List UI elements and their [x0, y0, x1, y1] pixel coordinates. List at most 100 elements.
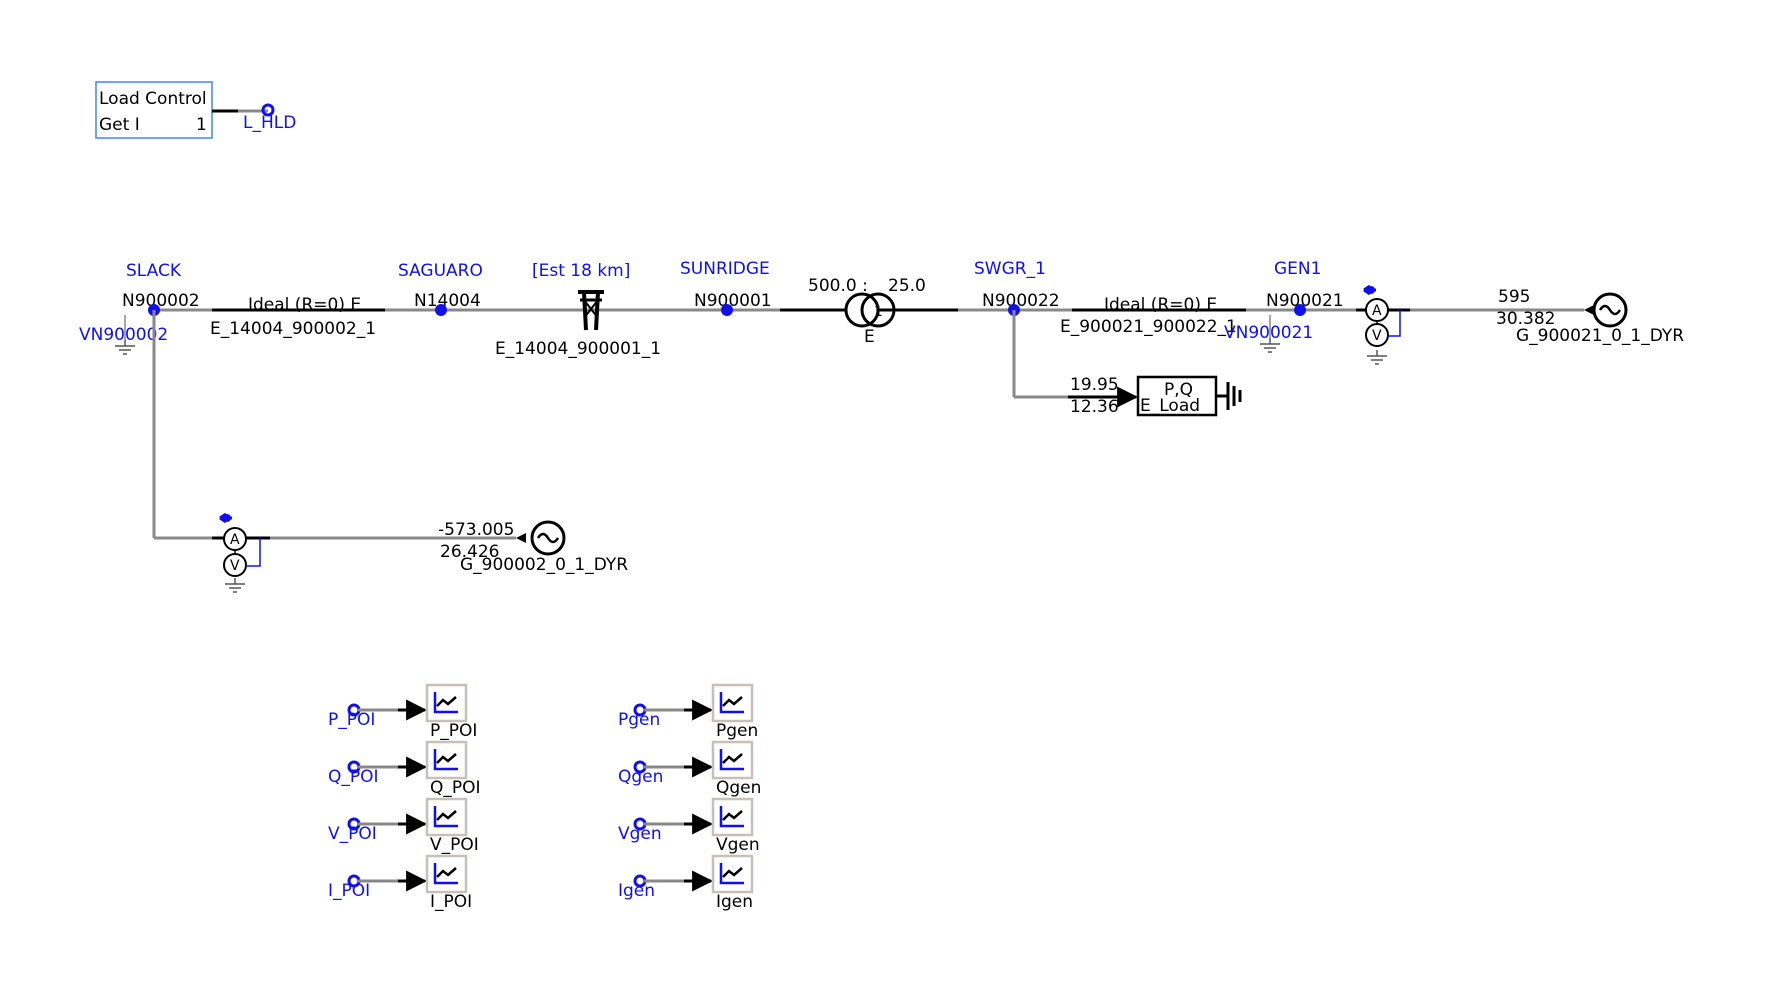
svg-text:1: 1 — [874, 304, 883, 320]
bus-swgr-name: SWGR_1 — [974, 259, 1046, 279]
plot-box-label: Q_POI — [430, 778, 481, 798]
plot-signal-label: Qgen — [618, 767, 663, 787]
chart-icon — [719, 806, 744, 828]
transformer-ratio-left: 500.0 : — [808, 276, 868, 296]
bus-saguaro-node: N14004 — [414, 291, 481, 311]
meter-left[interactable]: A V — [212, 512, 270, 593]
plot-signal-label: P_POI — [328, 710, 375, 730]
load-label-top: P,Q — [1164, 380, 1193, 400]
plot-signal-label: Q_POI — [328, 767, 379, 787]
branch-ideal-2[interactable]: Ideal (R=0) E E_900021_900022_1 — [1060, 295, 1237, 337]
gen-right-q: 30.382 — [1496, 309, 1555, 329]
load-control-value: 1 — [196, 115, 207, 135]
bus-swgr[interactable]: SWGR_1 N900022 — [974, 259, 1139, 408]
bus-swgr-node: N900022 — [982, 291, 1060, 311]
generator-left[interactable]: -573.005 26.426 G_900002_0_1_DYR — [270, 520, 628, 575]
voltmeter-icon — [1365, 323, 1389, 347]
transformer-icon: 1 — [844, 292, 896, 328]
transformer[interactable]: 500.0 : 25.0 1 E — [808, 276, 926, 347]
chart-icon — [719, 749, 744, 771]
branch-ideal-1[interactable]: Ideal (R=0) E E_14004_900002_1 — [210, 295, 376, 339]
load-ground-icon — [1216, 382, 1242, 410]
ammeter-label: A — [1372, 303, 1382, 319]
bus-gen1[interactable]: GEN1 N900021 VN900021 — [1224, 259, 1344, 353]
plot-block-q_poi[interactable]: Q_POI Q_POI — [328, 740, 481, 798]
ground-icon — [224, 577, 246, 593]
bus-gen1-vnode: VN900021 — [1224, 323, 1313, 343]
plot-signal-label: Pgen — [618, 710, 660, 730]
gen-right-name: G_900021_0_1_DYR — [1516, 326, 1684, 346]
chart-icon — [433, 863, 458, 885]
ammeter-label: A — [230, 532, 240, 548]
plot-box-label: Qgen — [716, 778, 761, 798]
bus-saguaro[interactable]: SAGUARO N14004 — [398, 261, 483, 316]
load-control-get-label: Get I — [99, 115, 140, 135]
bus-gen1-node: N900021 — [1266, 291, 1344, 311]
generator-icon — [1592, 292, 1628, 328]
plot-box-label: Igen — [716, 892, 753, 912]
gen-left-name: G_900002_0_1_DYR — [460, 555, 628, 575]
bus-sunridge-node: N900001 — [694, 291, 772, 311]
load-label-bottom: E_Load — [1140, 396, 1200, 416]
branch-1-name: E_14004_900002_1 — [210, 319, 376, 339]
generator-right[interactable]: 595 30.382 G_900021_0_1_DYR — [1496, 287, 1684, 346]
signal-node-icon[interactable] — [261, 103, 275, 117]
meter-right[interactable]: A V — [1363, 284, 1401, 365]
plot-signal-label: V_POI — [328, 824, 377, 844]
plot-block-v_poi[interactable]: V_POI V_POI — [328, 797, 479, 855]
meter-flag-icon — [1367, 286, 1375, 294]
meter-flag-icon — [223, 514, 231, 522]
load-control-title: Load Control — [99, 89, 207, 109]
branch-1-label: Ideal (R=0) E — [248, 295, 361, 315]
branch-2-name: E_900021_900022_1 — [1060, 317, 1237, 337]
plot-box-label: I_POI — [430, 892, 472, 912]
chart-icon — [433, 692, 458, 714]
plot-box[interactable] — [711, 740, 754, 780]
plot-signal-label: I_POI — [328, 881, 370, 901]
gen-right-p: 595 — [1498, 287, 1530, 307]
bus-gen1-node-icon[interactable] — [1294, 304, 1306, 316]
generator-icon — [530, 520, 566, 556]
plot-block-p_poi[interactable]: P_POI P_POI — [328, 683, 477, 741]
plot-box-label: Pgen — [716, 721, 758, 741]
bus-slack-name: SLACK — [126, 261, 182, 281]
plot-box-label: Vgen — [716, 835, 760, 855]
plot-box-label: P_POI — [430, 721, 477, 741]
bus-saguaro-node-icon[interactable] — [435, 304, 447, 316]
load-p-value: 19.95 — [1070, 375, 1119, 395]
branch-2-label: Ideal (R=0) E — [1104, 295, 1217, 315]
tower-icon — [578, 290, 604, 331]
gen-left-q: 26.426 — [440, 542, 499, 562]
chart-icon — [433, 806, 458, 828]
chart-icon — [433, 749, 458, 771]
plot-block-i_poi[interactable]: I_POI I_POI — [328, 854, 472, 912]
chart-icon — [719, 863, 744, 885]
transformer-ratio-right: 25.0 — [888, 276, 926, 296]
plot-signal-label: Igen — [618, 881, 655, 901]
bus-sunridge[interactable]: SUNRIDGE N900001 — [680, 259, 772, 316]
chart-icon — [719, 692, 744, 714]
line-est-18km[interactable]: [Est 18 km] E_14004_900001_1 — [495, 261, 661, 359]
load-q-value: 12.36 — [1070, 397, 1119, 417]
load-pq[interactable]: 19.95 12.36 P,Q E_Load — [1070, 375, 1242, 417]
voltmeter-icon — [223, 553, 247, 577]
transformer-name: E — [864, 327, 875, 347]
line-name: E_14004_900001_1 — [495, 339, 661, 359]
gen-left-p: -573.005 — [438, 520, 514, 540]
bus-sunridge-node-icon[interactable] — [721, 304, 733, 316]
bus-saguaro-name: SAGUARO — [398, 261, 483, 281]
bus-gen1-name: GEN1 — [1274, 259, 1321, 279]
plot-box-label: V_POI — [430, 835, 479, 855]
plot-signal-label: Vgen — [618, 824, 662, 844]
load-control-block[interactable]: Load Control Get I 1 L_HLD — [95, 81, 296, 139]
load-control-signal: L_HLD — [243, 113, 296, 133]
plot-blocks: P_POIP_POIQ_POIQ_POIV_POIV_POII_POII_POI… — [328, 683, 761, 912]
bus-sunridge-name: SUNRIDGE — [680, 259, 770, 279]
voltmeter-label: V — [1372, 328, 1382, 344]
bus-slack[interactable]: SLACK N900002 VN900002 — [79, 261, 212, 540]
